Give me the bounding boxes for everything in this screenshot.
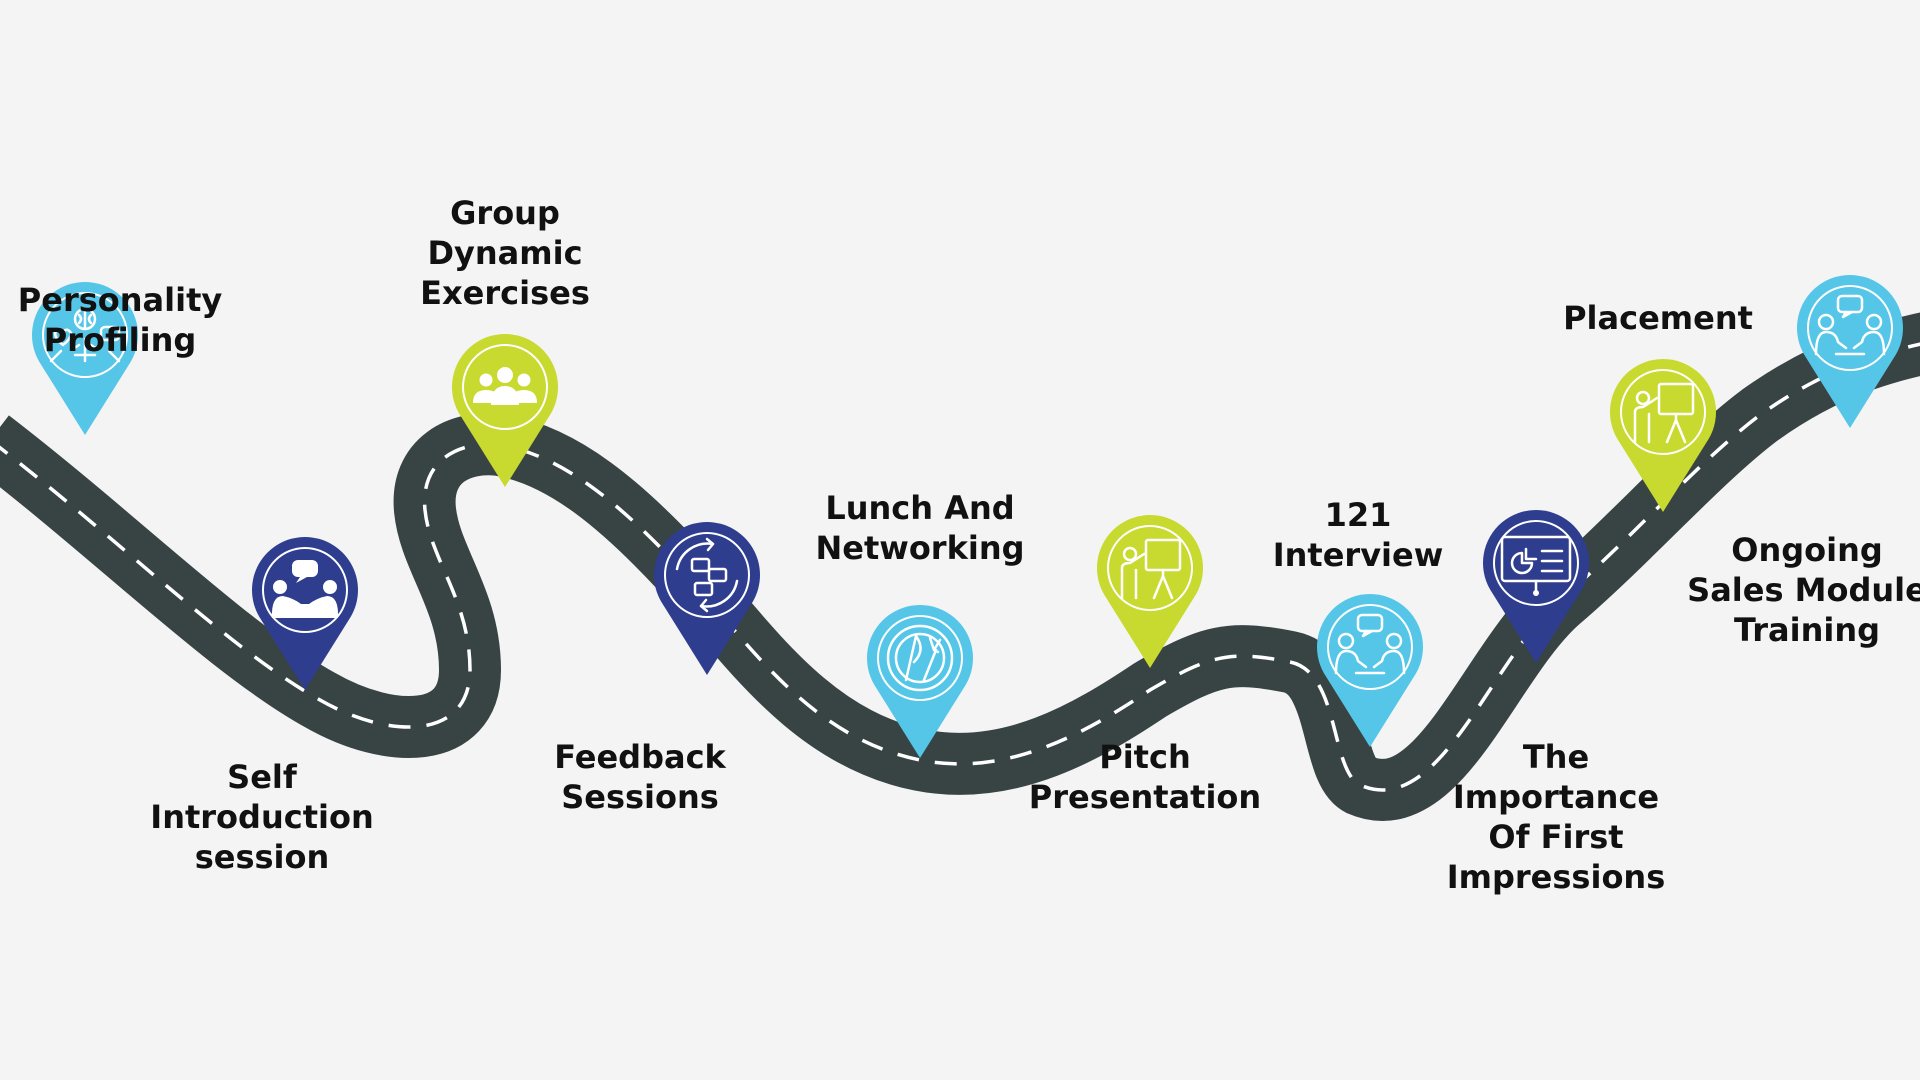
- map-pin-6: [1097, 514, 1203, 668]
- feedback-cycle-icon: [675, 537, 739, 613]
- presenter-board-icon: [1633, 382, 1695, 444]
- step-label-121-interview: 121 Interview: [1272, 496, 1444, 574]
- step-label-lunch-and-networking: Lunch And Networking: [815, 489, 1025, 567]
- map-pin-9: [1609, 358, 1716, 512]
- presentation-screen-icon: [1500, 535, 1572, 596]
- pin-ring: [877, 615, 963, 701]
- map-pin-10: [1797, 275, 1903, 428]
- step-label-group-dynamic-exercises: Group Dynamic Exercises: [420, 194, 590, 312]
- pin-ring: [262, 547, 348, 633]
- brain-people-icon: [49, 307, 121, 363]
- map-pin-8: [1483, 509, 1590, 663]
- pin-ring: [1807, 285, 1893, 371]
- step-label-self-introduction: Self Introduction session: [150, 758, 374, 876]
- map-pin-2: [251, 537, 358, 690]
- pin-ring: [1620, 369, 1706, 455]
- group-people-icon: [473, 367, 537, 405]
- map-pin-3: [452, 334, 558, 487]
- pin-ring: [462, 344, 548, 430]
- interview-icon: [1814, 294, 1886, 356]
- pin-ring: [1493, 520, 1579, 606]
- step-label-feedback-sessions: Feedback Sessions: [554, 738, 726, 816]
- pin-ring: [1327, 604, 1413, 690]
- step-label-importance-of-first-impressions: The Importance Of First Impressions: [1446, 738, 1666, 896]
- step-label-personality-profiling: Personality Profiling: [17, 281, 223, 359]
- step-label-pitch-presentation: Pitch Presentation: [1028, 738, 1262, 816]
- conversation-icon: [271, 560, 339, 618]
- interview-icon: [1334, 613, 1406, 675]
- map-pin-5: [866, 605, 974, 758]
- plate-cutlery-icon: [886, 624, 954, 692]
- map-pin-1: [31, 282, 138, 435]
- step-label-ongoing-sales-module-training: Ongoing Sales Module Training: [1687, 531, 1920, 649]
- pin-ring: [664, 532, 750, 618]
- pin-ring: [42, 292, 128, 378]
- pin-ring: [1107, 525, 1193, 611]
- step-label-placement: Placement: [1563, 299, 1753, 337]
- map-pin-4: [653, 522, 760, 675]
- presenter-board-icon: [1120, 538, 1182, 600]
- map-pin-7: [1317, 594, 1423, 747]
